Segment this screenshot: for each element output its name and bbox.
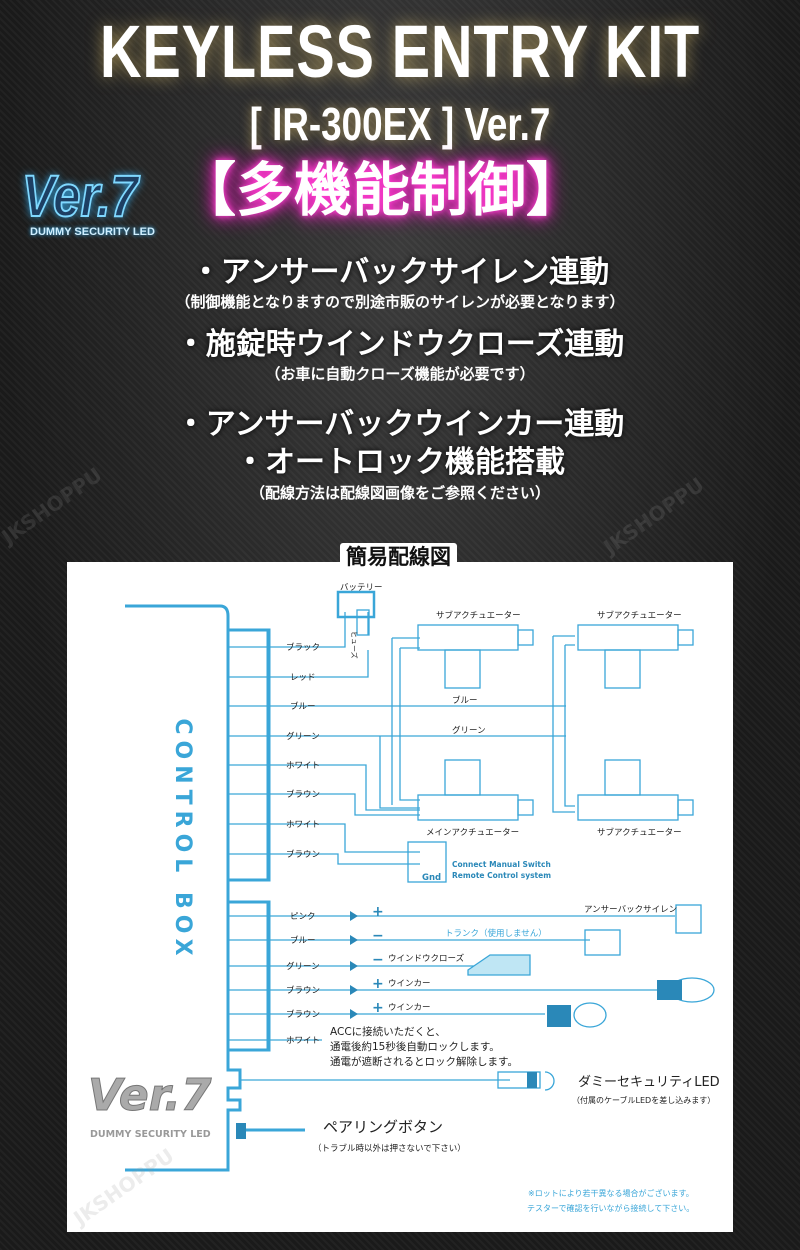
manual-switch-line1: Connect Manual Switch [452,860,551,869]
plus-sign: + [372,976,384,992]
window-label: ウインドウクローズ [388,953,465,964]
acc-note-line: 通電が遮断されるとロック解除します。 [330,1055,518,1068]
diagram-logo-tagline: DUMMY SECURITY LED [90,1129,211,1140]
watermark: JKSHOPPU [597,473,708,561]
version-logo: Ver.7 DUMMY SECURITY LED [21,164,172,243]
pairing-button-label: ペアリングボタン [323,1118,443,1136]
acc-note-line: 通電後約15秒後自動ロックします。 [330,1040,500,1053]
product-title: KEYLESS ENTRY KIT [99,10,701,93]
pairing-button-note: （トラブル時以外は押さないで下さい） [313,1143,466,1154]
feature-2: ・施錠時ウインドウクローズ連動 [175,327,625,362]
plus-sign: + [372,904,384,920]
model-name: [ IR-300EX ] Ver.7 [249,98,551,150]
wire-label: ホワイト [286,761,320,771]
minus-sign: − [372,952,384,968]
blinker-lamp-icon [573,1002,607,1028]
wire-label: レッド [290,673,316,683]
dummy-led-note: （付属のケーブルLEDを差し込みます） [572,1095,715,1105]
fuse-label: ヒューズ [350,631,359,659]
blinker-label: ウインカー [388,979,431,989]
bus-label-green: グリーン [452,725,486,736]
feature-3: ・アンサーバックウインカー連動 [175,407,625,442]
minus-sign: − [372,928,384,944]
plus-sign: + [372,1000,384,1016]
wire-label: ホワイト [286,820,320,830]
feature-4: ・オートロック機能搭載 [235,445,565,480]
actuator-label: サブアクチュエーター [436,610,521,621]
dummy-led-label: ダミーセキュリティLED [578,1075,720,1090]
manual-switch-line2: Remote Control system [452,871,551,880]
actuator-label: メインアクチュエーター [426,828,519,838]
watermark: JKSHOPPU [0,463,106,551]
diagram-version-logo: Ver.7 DUMMY SECURITY LED [88,1070,213,1141]
window-icon [467,954,531,976]
actuator-sub-2 [577,624,694,689]
version-logo-tagline: DUMMY SECURITY LED [30,226,155,238]
diagram-title: 簡易配線図 [340,543,457,571]
watermark: JKSHOPPU [67,1144,178,1232]
wire-label: ブルー [290,701,316,712]
feature-1-note: （制御機能となりますので別途市販のサイレンが必要となります） [175,293,625,311]
control-box-label: CONTROL BOX [170,718,195,961]
battery-label: バッテリー [340,583,383,593]
bus-label-blue: ブルー [452,695,478,706]
wire-label: ブラウン [286,789,320,800]
wire-label: ピンク [290,912,316,922]
footnote-line: テスターで確認を行いながら接続して下さい。 [527,1203,694,1213]
version-logo-text: Ver.7 [21,164,139,229]
actuator-sub-1 [417,624,534,689]
actuator-main [417,759,534,821]
trunk-car-icon [584,929,621,956]
wire-label: グリーン [286,731,320,742]
headline: 【多機能制御】 [178,156,585,224]
acc-note-line: ACCに接続いただくと、 [330,1025,446,1038]
wire-label: ブラウン [286,985,320,996]
wire-label: グリーン [286,961,320,972]
wire-label: ブラウン [286,1009,320,1020]
wire-label: ブラウン [286,849,320,860]
led-icon [497,1071,541,1089]
blinker-label: ウインカー [388,1003,431,1013]
trunk-label: トランク（使用しません） [445,928,547,939]
wire-label: ブラック [286,642,320,653]
wire-label: ホワイト [286,1036,320,1046]
feature-2-note: （お車に自動クローズ機能が必要です） [265,365,535,383]
siren-icon [675,904,702,934]
gnd-label: Gnd [422,873,441,883]
actuator-label: サブアクチュエーター [597,610,682,621]
footnote-line: ※ロットにより若干異なる場合がございます。 [528,1188,694,1198]
diagram-logo-version: Ver.7 [88,1070,212,1121]
wire-label: ブルー [290,935,316,946]
siren-label: アンサーバックサイレン [584,905,677,915]
actuator-label: サブアクチュエーター [597,827,682,838]
feature-1: ・アンサーバックサイレン連動 [190,255,610,290]
feature-4-note: （配線方法は配線図画像をご参照ください） [249,484,550,502]
actuator-sub-3 [577,759,694,821]
